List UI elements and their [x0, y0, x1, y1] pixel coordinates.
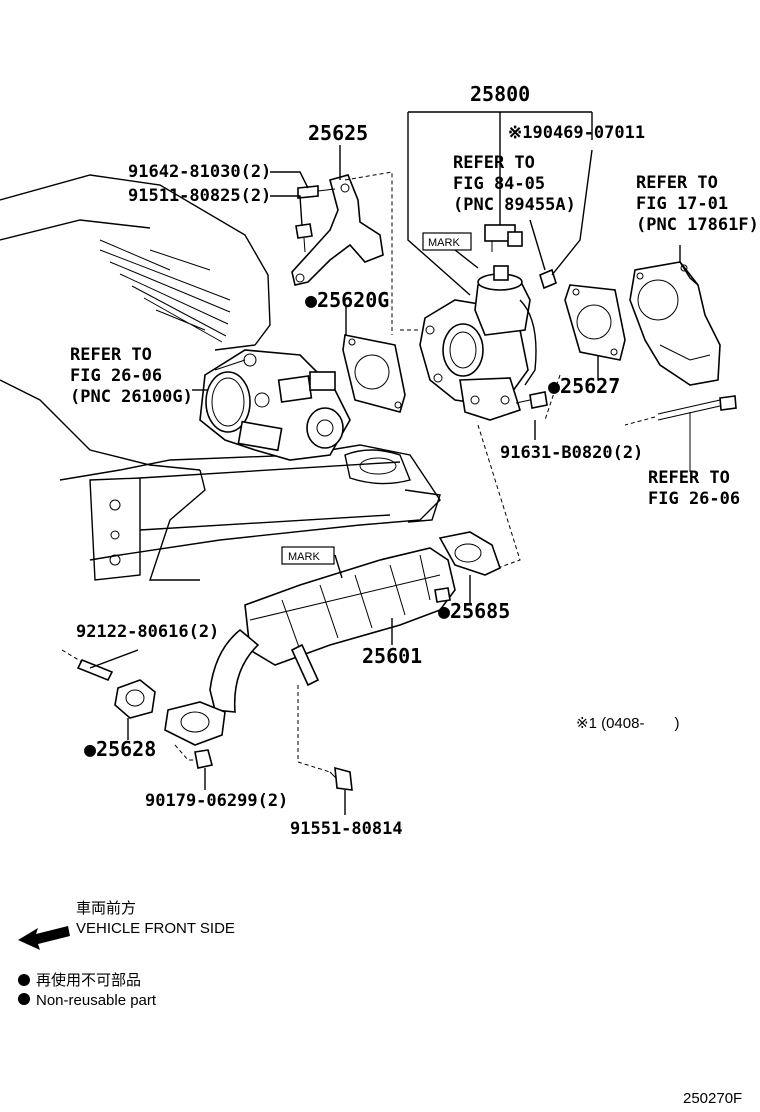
part-number-25800: 25800	[470, 82, 530, 106]
mark-box-upper: MARK	[422, 232, 472, 251]
bolt-91511-drawing	[295, 223, 313, 253]
svg-text:MARK: MARK	[288, 551, 320, 563]
refer-17-01-line1: REFER TO	[636, 173, 718, 193]
part-number-92122: 92122-80616(2)	[76, 622, 219, 642]
part-number-91511: 91511-80825(2)	[128, 186, 271, 206]
gasket-25627-drawing	[564, 284, 626, 361]
dash-guide-b	[477, 424, 521, 571]
part-number-25685: ●25685	[438, 599, 510, 623]
figure-id: 250270F	[683, 1090, 742, 1107]
nut-90179-drawing	[194, 749, 213, 769]
throttle-body-drawing	[199, 349, 351, 461]
bolt-91551-drawing	[329, 766, 353, 791]
refer-17-01-line3: (PNC 17861F)	[636, 215, 759, 235]
part-number-25628: ●25628	[84, 737, 156, 761]
dash-guide-c	[544, 374, 561, 421]
gasket-25628-drawing	[114, 679, 156, 719]
refer-84-05-line3: (PNC 89455A)	[453, 195, 576, 215]
dash-guide-e	[297, 685, 331, 773]
legend: 車両前方 VEHICLE FRONT SIDE 再使用不可部品 Non-reus…	[18, 900, 235, 1009]
egr-valve-25800-drawing	[419, 265, 537, 421]
bolt-91631-drawing	[515, 391, 548, 409]
egr-cooler-25601-drawing	[164, 547, 456, 746]
dash-guide-a	[391, 320, 418, 335]
refer-26-06-b-line1: REFER TO	[648, 468, 730, 488]
svg-text:MARK: MARK	[428, 237, 460, 249]
pipe-17861f-drawing	[629, 261, 721, 386]
legend-nonreuse-en: Non-reusable part	[36, 992, 157, 1009]
stud-92122-drawing	[61, 649, 114, 682]
front-arrow-icon	[18, 926, 70, 950]
part-number-91551: 91551-80814	[290, 819, 403, 839]
part-number-25601: 25601	[362, 644, 422, 668]
legend-front-jp: 車両前方	[76, 900, 136, 917]
nonreusable-bullet-icon	[18, 993, 30, 1005]
refer-26-06-a-line2: FIG 26-06	[70, 366, 162, 386]
part-number-91642: 91642-81030(2)	[128, 162, 271, 182]
part-number-25625: 25625	[308, 121, 368, 145]
legend-nonreuse-jp: 再使用不可部品	[36, 972, 141, 989]
refer-26-06-a-line3: (PNC 26100G)	[70, 387, 193, 407]
refer-84-05-line2: FIG 84-05	[453, 174, 545, 194]
refer-84-05-line1: REFER TO	[453, 153, 535, 173]
sensor-89455a-drawing	[484, 224, 523, 252]
part-number-91631: 91631-B0820(2)	[500, 443, 643, 463]
mark-box-lower: MARK	[281, 546, 335, 565]
part-number-25620g: ●25620G	[305, 288, 389, 312]
long-bolt-drawing	[624, 395, 737, 472]
refer-17-01-line2: FIG 17-01	[636, 194, 728, 214]
engine-block-drawing	[0, 174, 441, 581]
refer-26-06-b-line2: FIG 26-06	[648, 489, 740, 509]
gasket-25685-drawing	[438, 531, 501, 576]
part-number-90179: 90179-06299(2)	[145, 791, 288, 811]
gasket-25620g-drawing	[342, 334, 406, 413]
part-number-25627: ●25627	[548, 374, 620, 398]
bracket-25625-drawing	[291, 171, 393, 320]
bolt-91642-drawing	[297, 185, 336, 199]
part-number-190469: ※190469-07011	[508, 123, 645, 143]
legend-front-en: VEHICLE FRONT SIDE	[76, 920, 235, 937]
applicability-note: ※1 (0408- )	[576, 715, 679, 732]
refer-26-06-a-line1: REFER TO	[70, 345, 152, 365]
leader-lines	[89, 111, 681, 815]
nonreusable-bullet-icon	[18, 974, 30, 986]
